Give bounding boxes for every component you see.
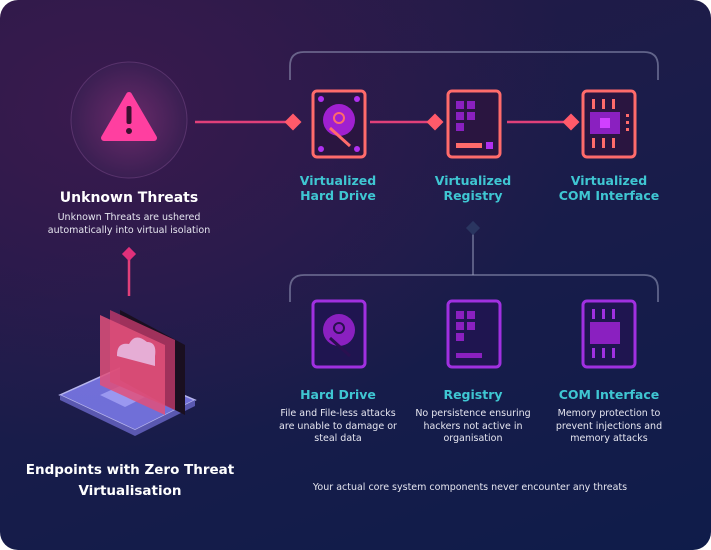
desc-line: are unable to damage or bbox=[279, 420, 397, 432]
desc-line: prevent injections and bbox=[555, 420, 663, 432]
threat-title: Unknown Threats bbox=[59, 190, 199, 206]
threat-desc-line: Unknown Threats are ushered bbox=[57, 212, 201, 223]
label-line: Virtualized bbox=[299, 173, 377, 188]
registry-icon bbox=[446, 299, 502, 369]
label-line: Hard Drive bbox=[300, 188, 376, 203]
endpoint-title-line: Endpoints with Zero Threat bbox=[25, 462, 235, 478]
desc-line: memory attacks bbox=[570, 433, 648, 444]
threat-desc: Unknown Threats are ushered automaticall… bbox=[20, 212, 238, 237]
label-line: Virtualized bbox=[434, 173, 512, 188]
footer-note: Your actual core system components never… bbox=[312, 482, 628, 493]
desc-line: Memory protection to bbox=[557, 408, 661, 419]
endpoint-title: Endpoints with Zero Threat Virtualisatio… bbox=[14, 460, 246, 502]
desc-line: hackers not active in bbox=[423, 420, 523, 432]
desc-line: steal data bbox=[314, 433, 362, 444]
desc-line: No persistence ensuring bbox=[415, 408, 531, 419]
label-line: Registry bbox=[443, 188, 503, 203]
brackets bbox=[289, 51, 659, 302]
component-title-com: COM Interface bbox=[558, 387, 660, 402]
flow-lines bbox=[127, 120, 568, 296]
label-line: Virtualized bbox=[570, 173, 648, 188]
endpoint-title-line: Virtualisation bbox=[78, 483, 182, 499]
virtual-registry-icon bbox=[446, 89, 502, 159]
hard-drive-icon bbox=[311, 299, 367, 369]
bracket-diamond bbox=[465, 220, 481, 236]
desc-line: organisation bbox=[443, 433, 503, 444]
label-line: COM Interface bbox=[558, 188, 660, 203]
chip-icon bbox=[581, 299, 637, 369]
virtual-chip-icon bbox=[581, 89, 637, 159]
virtual-hard-drive-icon bbox=[311, 89, 367, 159]
component-title-registry: Registry bbox=[443, 387, 503, 402]
warning-triangle-icon bbox=[101, 92, 157, 141]
diamond-markers bbox=[121, 113, 580, 262]
threat-desc-line: automatically into virtual isolation bbox=[47, 224, 211, 236]
component-title-hard-drive: Hard Drive bbox=[300, 387, 376, 402]
laptop-cloud-icon bbox=[58, 310, 197, 436]
desc-line: File and File-less attacks bbox=[280, 408, 396, 419]
